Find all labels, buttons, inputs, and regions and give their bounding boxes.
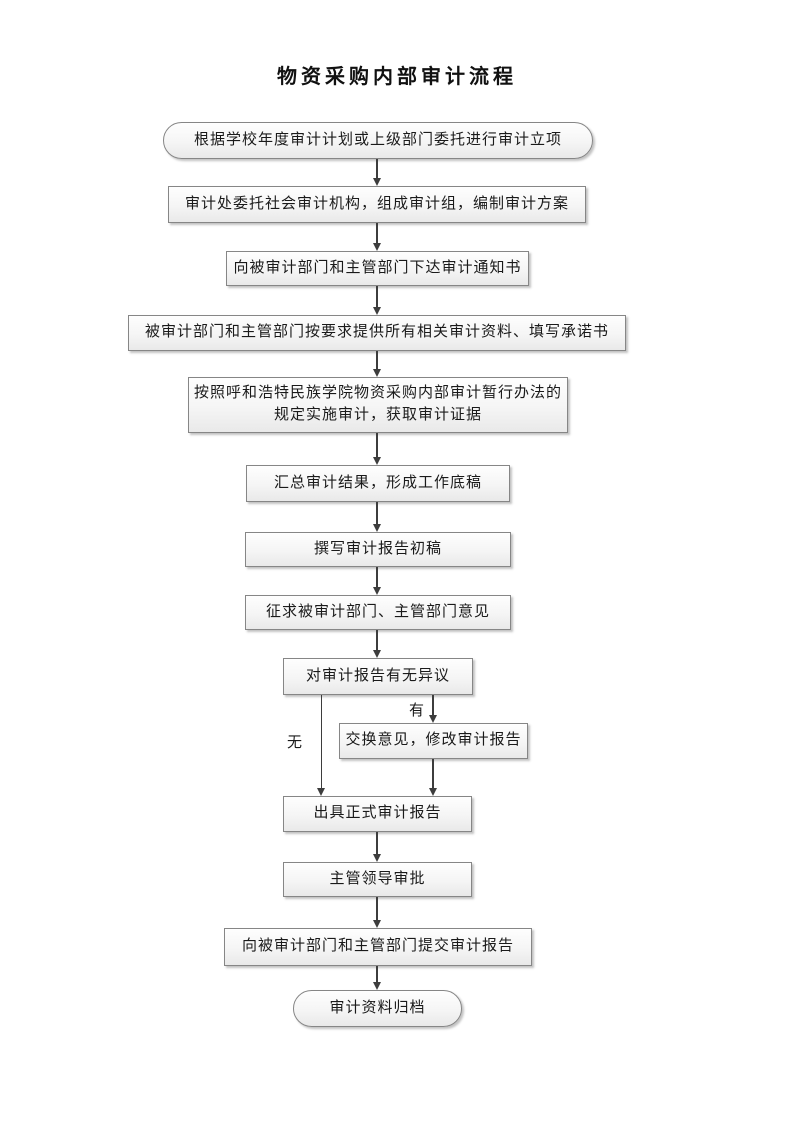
arrowhead-down-icon [372, 369, 381, 377]
arrowhead-down-icon [372, 982, 381, 990]
flow-node-provide-materials: 被审计部门和主管部门按要求提供所有相关审计资料、填写承诺书 [128, 315, 626, 351]
flow-node-exchange-revise: 交换意见，修改审计报告 [339, 723, 528, 759]
flow-node-draft-report: 撰写审计报告初稿 [245, 532, 511, 567]
flow-node-leader-approval: 主管领导审批 [283, 862, 472, 897]
connector-line [376, 351, 378, 370]
flow-node-form-audit-team: 审计处委托社会审计机构，组成审计组，编制审计方案 [168, 186, 586, 223]
arrowhead-down-icon [428, 715, 437, 723]
connector-line-branch-no [320, 695, 323, 789]
flow-node-submit-report: 向被审计部门和主管部门提交审计报告 [224, 928, 532, 966]
flow-node-label: 对审计报告有无异议 [305, 667, 450, 684]
flow-node-label: 按照呼和浩特民族学院物资采购内部审计暂行办法的规定实施审计，获取审计证据 [193, 385, 562, 423]
flow-node-implement-audit: 按照呼和浩特民族学院物资采购内部审计暂行办法的规定实施审计，获取审计证据 [188, 377, 568, 433]
arrowhead-down-icon [372, 587, 381, 595]
connector-line [376, 502, 378, 525]
connector-line [376, 286, 378, 308]
branch-label-yes: 有 [409, 703, 425, 719]
flow-node-objection-check: 对审计报告有无异议 [283, 658, 473, 695]
arrowhead-down-icon [372, 920, 381, 928]
flow-node-label: 汇总审计结果，形成工作底稿 [273, 474, 482, 491]
arrowhead-down-icon [372, 178, 381, 186]
connector-line [376, 966, 378, 983]
arrowhead-down-icon [372, 524, 381, 532]
flow-node-summarize-results: 汇总审计结果，形成工作底稿 [246, 465, 510, 502]
arrowhead-down-icon [372, 854, 381, 862]
flow-node-label: 向被审计部门和主管部门下达审计通知书 [233, 259, 522, 276]
flow-node-label: 征求被审计部门、主管部门意见 [265, 603, 490, 620]
connector-line [376, 832, 378, 855]
flow-node-label: 出具正式审计报告 [313, 805, 442, 822]
flow-node-solicit-opinions: 征求被审计部门、主管部门意见 [245, 595, 511, 630]
flow-node-start: 根据学校年度审计计划或上级部门委托进行审计立项 [163, 122, 593, 159]
arrowhead-down-icon [372, 457, 381, 465]
connector-line [376, 433, 378, 458]
connector-line [376, 897, 378, 921]
arrowhead-down-icon [317, 788, 325, 796]
connector-line [432, 759, 434, 789]
flow-node-label: 根据学校年度审计计划或上级部门委托进行审计立项 [193, 131, 562, 148]
branch-label-no: 无 [287, 735, 303, 751]
arrowhead-down-icon [372, 307, 381, 315]
arrowhead-down-icon [372, 650, 381, 658]
flow-node-issue-notice: 向被审计部门和主管部门下达审计通知书 [226, 251, 529, 286]
flow-node-label: 审计资料归档 [329, 999, 426, 1016]
flow-node-issue-final-report: 出具正式审计报告 [283, 796, 472, 832]
flow-node-label: 撰写审计报告初稿 [313, 540, 442, 557]
flow-node-label: 向被审计部门和主管部门提交审计报告 [241, 938, 514, 955]
connector-line [376, 223, 378, 244]
page-title: 物资采购内部审计流程 [277, 66, 517, 88]
arrowhead-down-icon [428, 788, 437, 796]
flow-node-label: 交换意见，修改审计报告 [345, 732, 522, 749]
flow-node-archive: 审计资料归档 [293, 990, 462, 1027]
flow-node-label: 主管领导审批 [329, 870, 426, 887]
flow-node-label: 被审计部门和主管部门按要求提供所有相关审计资料、填写承诺书 [144, 324, 609, 341]
flow-node-label: 审计处委托社会审计机构，组成审计组，编制审计方案 [184, 195, 569, 212]
connector-line [376, 567, 378, 588]
connector-line [376, 159, 378, 179]
arrowhead-down-icon [372, 243, 381, 251]
connector-line-branch-yes [432, 695, 434, 716]
connector-line [376, 630, 378, 651]
